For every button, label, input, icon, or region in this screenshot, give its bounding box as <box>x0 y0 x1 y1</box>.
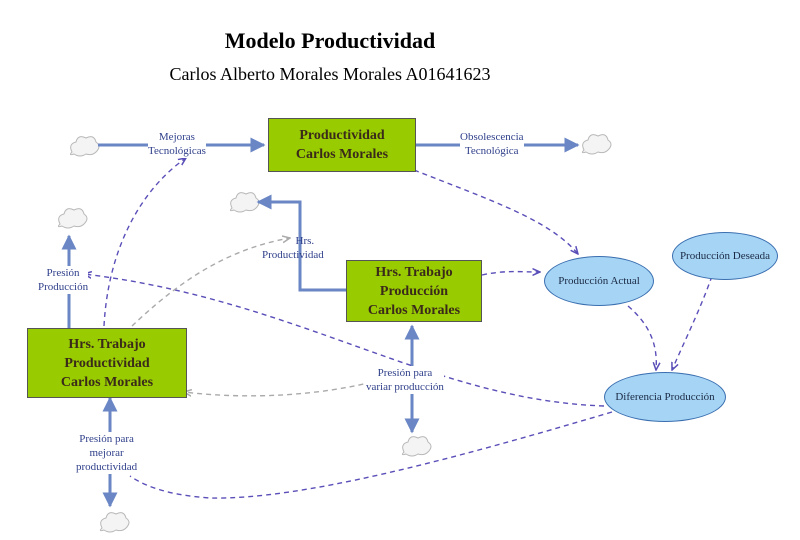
cloud-icon <box>57 208 88 229</box>
flow-label-line: Presión para <box>79 433 134 445</box>
flow-label-line: variar producción <box>366 381 444 393</box>
cloud-icon <box>99 512 130 533</box>
aux-produccion-actual[interactable]: Producción Actual <box>544 256 654 306</box>
link-actual-to-diferencia <box>627 305 656 370</box>
link-productividad-to-actual <box>413 169 578 254</box>
flow-label-line: Hrs. <box>295 235 315 247</box>
flow-label-presion-variar: Presión para variar producción <box>366 366 444 394</box>
flow-label-presion-produccion: Presión Producción <box>38 266 89 294</box>
page-subtitle: Carlos Alberto Morales Morales A01641623 <box>169 64 491 84</box>
cloud-icon <box>401 436 432 457</box>
stock-line: Hrs. Trabajo <box>375 264 453 280</box>
flow-label-hrs-productividad: Hrs. Productividad <box>262 234 324 262</box>
stock-line: Hrs. Trabajo <box>68 336 146 352</box>
link-deseada-to-diferencia <box>672 275 713 370</box>
link-diferencia-to-presion-mejorar <box>129 411 613 499</box>
flow-label-line: Mejoras <box>158 131 195 143</box>
aux-diferencia-produccion[interactable]: Diferencia Producción <box>604 372 726 422</box>
link-diferencia-to-presion-produccion <box>84 274 605 407</box>
flow-label-presion-mejorar: Presión para mejorar productividad <box>76 432 138 474</box>
stock-line: Carlos Morales <box>60 374 154 390</box>
cloud-icon <box>69 136 100 157</box>
page-title: Modelo Productividad <box>224 28 436 53</box>
flow-label-line: Presión <box>46 267 80 279</box>
link-hrsprod-to-actual <box>481 272 540 275</box>
flow-label-line: mejorar <box>89 447 124 459</box>
cloud-icon <box>229 192 260 213</box>
stock-line: Carlos Morales <box>295 147 389 162</box>
flow-label-line: Obsolescencia <box>460 131 524 143</box>
flow-label-obsolescencia: Obsolescencia Tecnológica <box>460 130 524 158</box>
link-stock-to-hrs-prod <box>131 238 290 327</box>
flow-label-line: Tecnológicas <box>148 145 206 157</box>
stock-line: Carlos Morales <box>367 302 461 318</box>
flow-pipe-hrs-productividad <box>256 194 346 292</box>
flow-label-line: Productividad <box>262 249 324 261</box>
stock-productividad[interactable]: Productividad Carlos Morales <box>268 118 416 172</box>
stock-line: Producción <box>379 283 449 299</box>
flow-label-line: Tecnológica <box>464 145 519 157</box>
stock-line: Productividad <box>299 128 385 143</box>
stock-hrs-trabajo-produccion[interactable]: Hrs. Trabajo Producción Carlos Morales <box>346 260 482 322</box>
stock-line: Productividad <box>64 355 150 371</box>
flow-label-mejoras: Mejoras Tecnológicas <box>148 130 206 158</box>
link-variar-to-stock <box>184 381 373 396</box>
aux-produccion-deseada[interactable]: Producción Deseada <box>672 232 778 280</box>
cloud-icon <box>581 134 612 155</box>
flow-label-line: Producción <box>38 281 89 293</box>
flow-label-line: productividad <box>76 461 138 473</box>
flow-label-line: Presión para <box>377 367 433 379</box>
link-stock-to-mejoras <box>103 158 186 327</box>
stock-hrs-trabajo-productividad[interactable]: Hrs. Trabajo Productividad Carlos Morale… <box>27 328 187 398</box>
